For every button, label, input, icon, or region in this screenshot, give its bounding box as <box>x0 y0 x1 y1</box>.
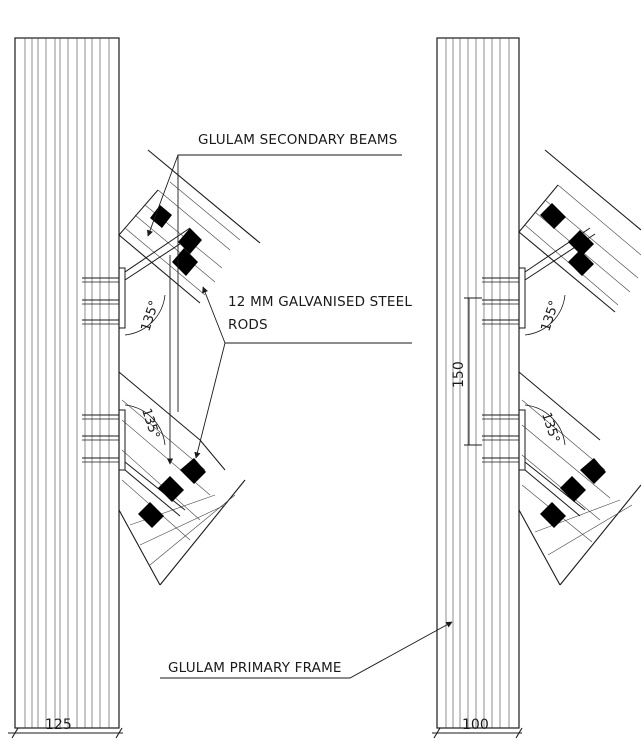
left-lower-secondary-beam <box>118 371 246 586</box>
left-assembly <box>14 37 261 729</box>
right-lower-angle-label: 135° <box>538 411 562 445</box>
left-column-width-label: 125 <box>45 717 72 733</box>
left-upper-angle-arc <box>124 294 166 336</box>
plate-height-dimension-label: 150 <box>451 361 467 388</box>
left-upper-angle-label: 135° <box>139 299 163 333</box>
steel-rods-label-line2: RODS <box>228 317 268 333</box>
left-upper-plate <box>82 227 196 329</box>
right-lower-secondary-beam <box>518 371 641 586</box>
right-assembly <box>436 37 641 729</box>
right-column-width-label: 100 <box>462 717 489 733</box>
right-lower-angle-arc <box>524 404 566 446</box>
left-lower-angle-arc <box>124 404 166 446</box>
left-lower-angle-label: 135° <box>138 407 162 441</box>
right-primary-column <box>436 37 520 729</box>
right-column-dimension <box>432 727 523 739</box>
left-steel-rods <box>138 205 206 528</box>
left-column-dimension <box>8 727 123 739</box>
steel-rods-label-line1: 12 MM GALVANISED STEEL <box>228 294 412 310</box>
primary-frame-label: GLULAM PRIMARY FRAME <box>168 660 342 676</box>
right-upper-angle-arc <box>524 294 566 336</box>
left-lower-plate <box>82 409 186 517</box>
plate-height-dimension <box>464 297 482 446</box>
leaders <box>147 154 453 679</box>
left-primary-column <box>14 37 120 729</box>
secondary-beams-label: GLULAM SECONDARY BEAMS <box>198 132 398 148</box>
left-upper-secondary-beam <box>118 149 261 304</box>
right-upper-angle-label: 135° <box>539 299 563 333</box>
right-steel-rods <box>540 203 606 528</box>
right-lower-plate <box>482 409 586 517</box>
